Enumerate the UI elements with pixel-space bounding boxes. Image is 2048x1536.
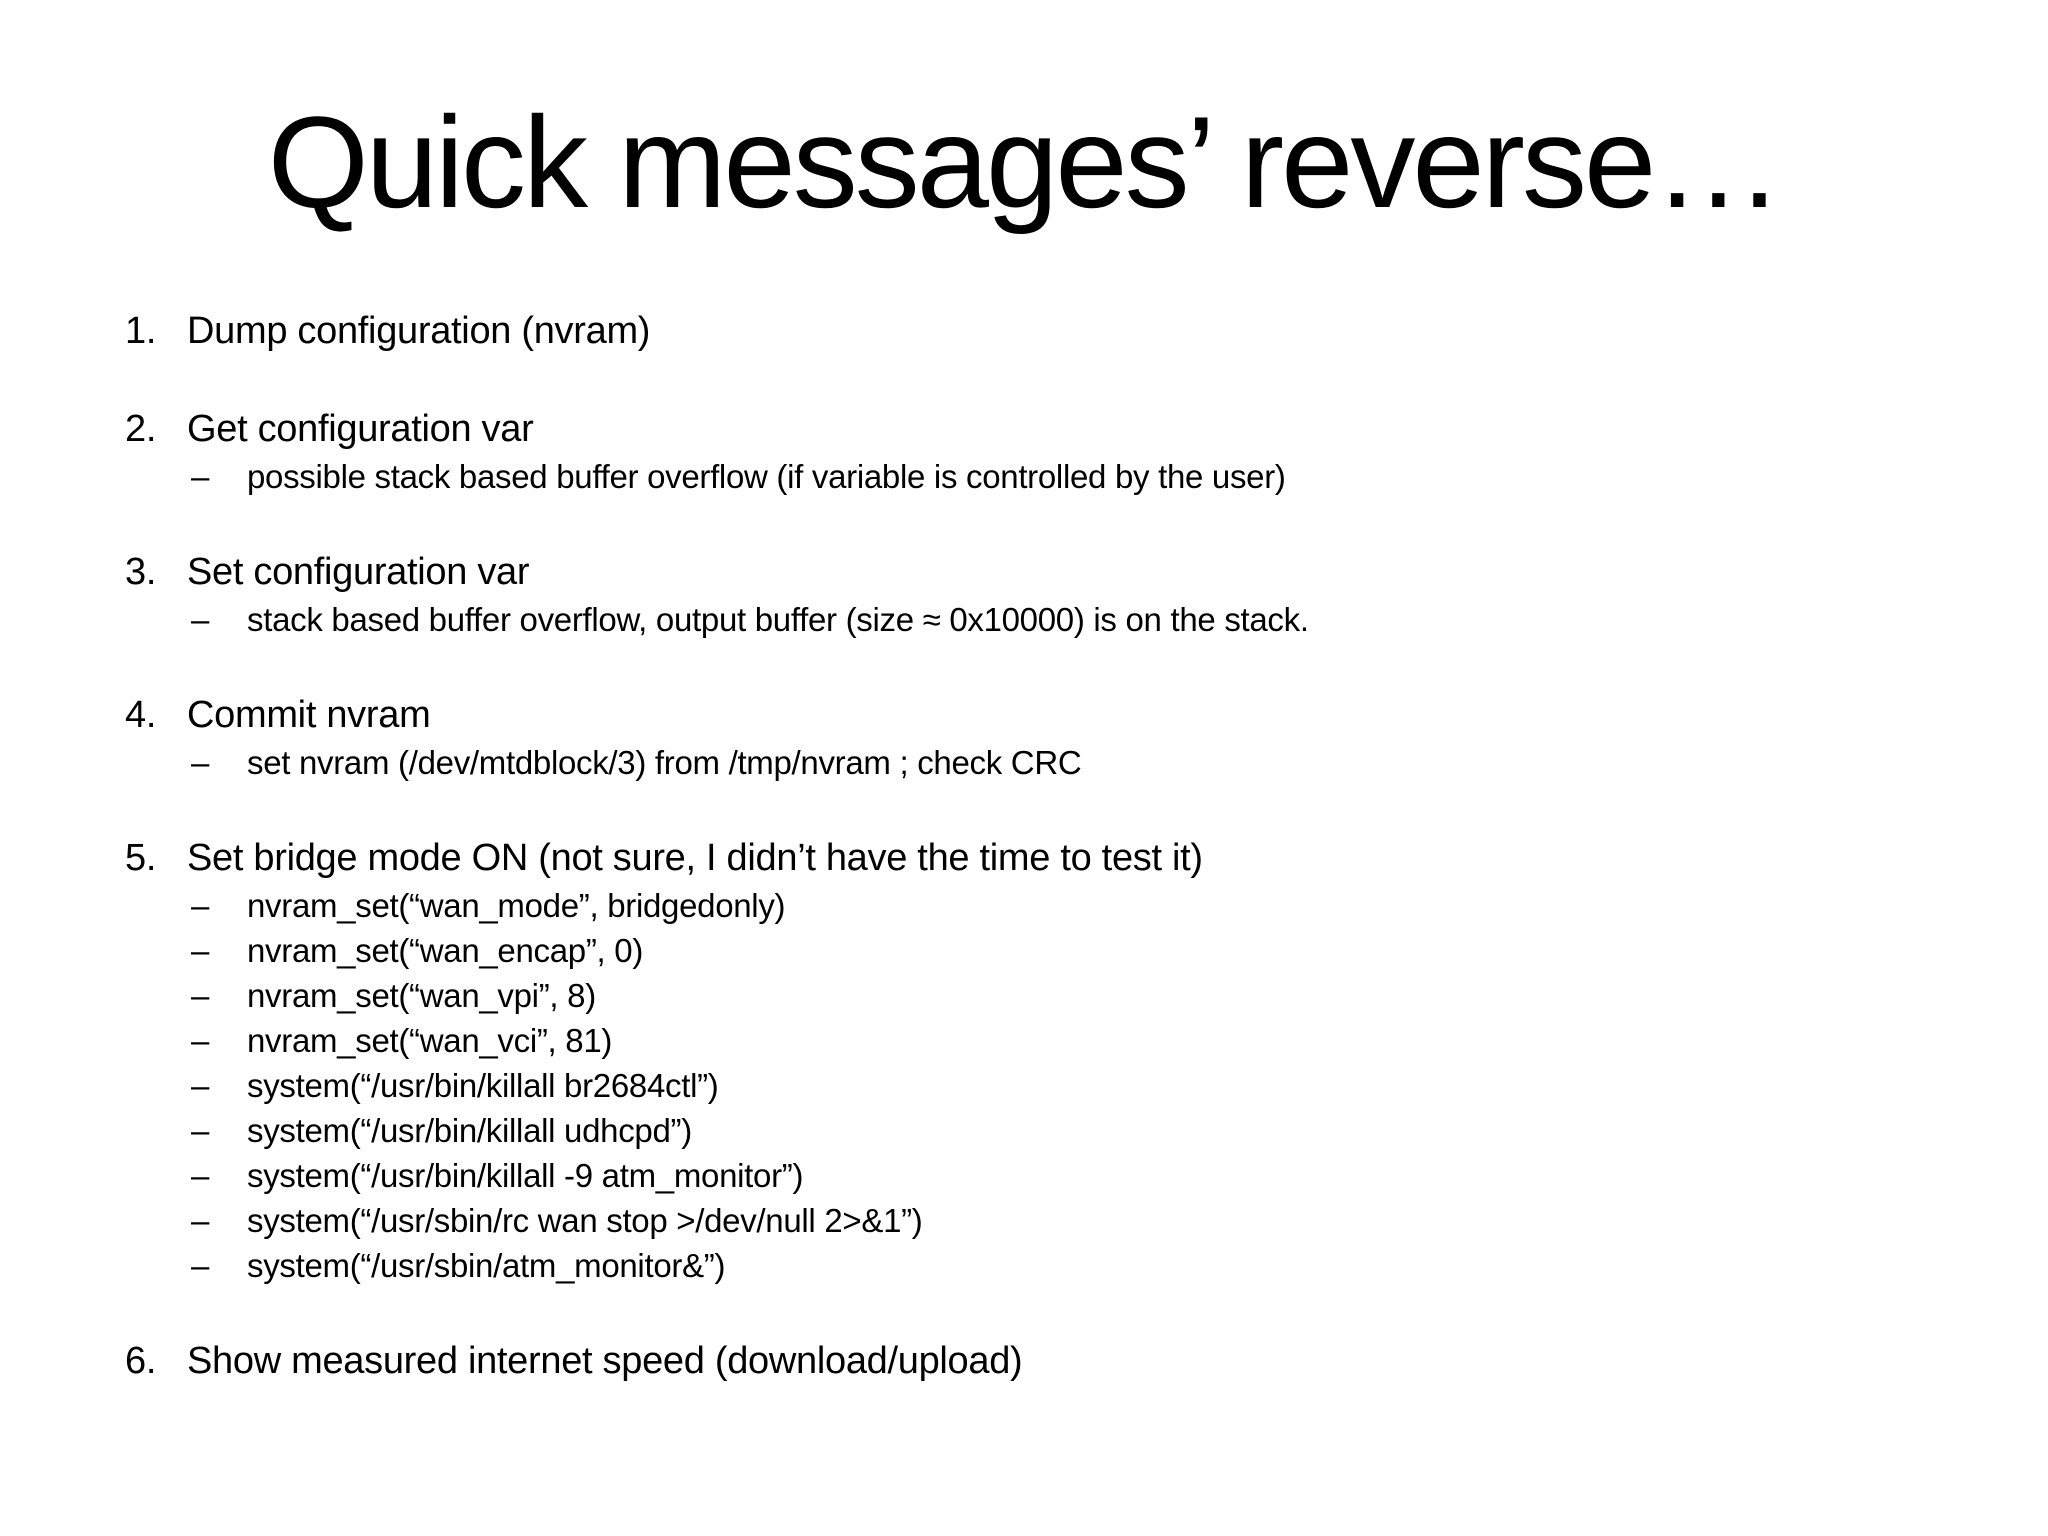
item-label: Set configuration var — [187, 550, 530, 593]
dash-bullet: – — [191, 457, 210, 495]
list-item: 4. Commit nvram — [125, 690, 2048, 740]
list-item: 3. Set configuration var — [125, 547, 2048, 597]
sub-item-text: system(“/usr/bin/killall -9 atm_monitor”… — [247, 1156, 804, 1194]
item-label: Set bridge mode ON (not sure, I didn’t h… — [187, 836, 1203, 879]
item-number: 6. — [125, 1339, 157, 1382]
sub-list-item: –possible stack based buffer overflow (i… — [125, 454, 2048, 499]
sub-item-text: system(“/usr/bin/killall br2684ctl”) — [247, 1066, 719, 1104]
item-label: Show measured internet speed (download/u… — [187, 1339, 1023, 1382]
sub-item-text: nvram_set(“wan_encap”, 0) — [247, 931, 644, 969]
sub-list-item: –system(“/usr/bin/killall -9 atm_monitor… — [125, 1153, 2048, 1198]
sub-list-item: –system(“/usr/sbin/atm_monitor&”) — [125, 1243, 2048, 1288]
sub-item-text: stack based buffer overflow, output buff… — [247, 600, 1309, 638]
slide-title: Quick messages’ reverse… — [267, 89, 1784, 235]
dash-bullet: – — [191, 1246, 210, 1284]
sub-item-text: nvram_set(“wan_mode”, bridgedonly) — [247, 886, 786, 924]
item-label: Dump configuration (nvram) — [187, 309, 651, 352]
list-item: 6. Show measured internet speed (download… — [125, 1336, 2048, 1386]
dash-bullet: – — [191, 600, 210, 638]
sub-list-item: –system(“/usr/sbin/rc wan stop >/dev/nul… — [125, 1198, 2048, 1243]
dash-bullet: – — [191, 1066, 210, 1104]
sub-list-item: –system(“/usr/bin/killall udhcpd”) — [125, 1108, 2048, 1153]
sub-list-item: –stack based buffer overflow, output buf… — [125, 597, 2048, 642]
sub-item-text: nvram_set(“wan_vpi”, 8) — [247, 976, 596, 1014]
dash-bullet: – — [191, 1021, 210, 1059]
list-item: 5. Set bridge mode ON (not sure, I didn’t… — [125, 833, 2048, 883]
sub-list-item: –nvram_set(“wan_vpi”, 8) — [125, 973, 2048, 1018]
dash-bullet: – — [191, 931, 210, 969]
item-number: 5. — [125, 836, 157, 879]
sub-list-item: –nvram_set(“wan_vci”, 81) — [125, 1018, 2048, 1063]
list-item: 1. Dump configuration (nvram) — [125, 306, 2048, 356]
dash-bullet: – — [191, 1201, 210, 1239]
sub-item-text: system(“/usr/bin/killall udhcpd”) — [247, 1111, 692, 1149]
item-number: 4. — [125, 693, 157, 736]
dash-bullet: – — [191, 743, 210, 781]
item-number: 1. — [125, 309, 157, 352]
item-number: 2. — [125, 407, 157, 450]
sub-item-text: system(“/usr/sbin/atm_monitor&”) — [247, 1246, 726, 1284]
sub-list-item: –system(“/usr/bin/killall br2684ctl”) — [125, 1063, 2048, 1108]
sub-item-text: possible stack based buffer overflow (if… — [247, 457, 1286, 495]
numbered-list: 1. Dump configuration (nvram) 2. Get config… — [125, 306, 2048, 1386]
dash-bullet: – — [191, 886, 210, 924]
sub-item-text: system(“/usr/sbin/rc wan stop >/dev/null… — [247, 1201, 923, 1239]
sub-list-item: –nvram_set(“wan_mode”, bridgedonly) — [125, 883, 2048, 928]
dash-bullet: – — [191, 1156, 210, 1194]
sub-list-item: –set nvram (/dev/mtdblock/3) from /tmp/n… — [125, 740, 2048, 785]
sub-item-text: set nvram (/dev/mtdblock/3) from /tmp/nv… — [247, 743, 1082, 781]
sub-list-item: –nvram_set(“wan_encap”, 0) — [125, 928, 2048, 973]
item-label: Get configuration var — [187, 407, 534, 450]
dash-bullet: – — [191, 1111, 210, 1149]
dash-bullet: – — [191, 976, 210, 1014]
sub-item-text: nvram_set(“wan_vci”, 81) — [247, 1021, 613, 1059]
item-number: 3. — [125, 550, 157, 593]
item-label: Commit nvram — [187, 693, 431, 736]
list-item: 2. Get configuration var — [125, 404, 2048, 454]
